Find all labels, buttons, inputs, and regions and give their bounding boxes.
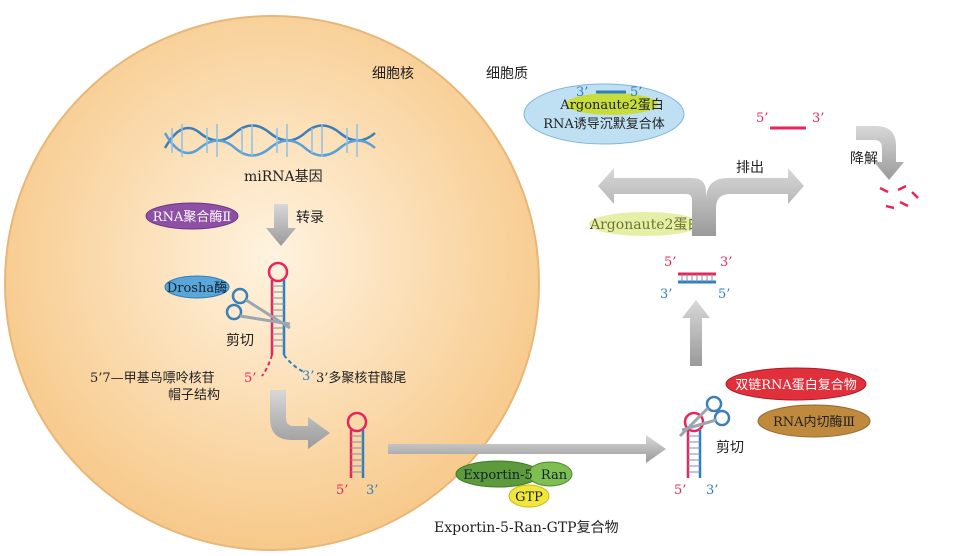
risc-argonaute-label: Argonaute2蛋白 xyxy=(559,97,663,113)
scissors-icon xyxy=(225,287,291,330)
exportin-label: Exportin-5 xyxy=(463,468,533,483)
passenger-5-label: 5’ xyxy=(756,111,768,126)
rna-polymerase-ellipse xyxy=(145,202,239,230)
prime-5-label: 5’ xyxy=(244,371,256,386)
split-arrow xyxy=(598,168,804,236)
transcription-arrow xyxy=(266,204,296,246)
ran-ellipse xyxy=(527,461,573,487)
duplex-3-label-bottom: 3’ xyxy=(660,287,672,302)
risc-label: RNA诱导沉默复合体 xyxy=(543,116,665,132)
dna-helix-icon xyxy=(163,124,376,157)
curved-arrow xyxy=(270,390,330,449)
gtp-label: GTP xyxy=(515,490,543,505)
pre-3-label: 3’ xyxy=(366,483,378,498)
prime-3-label: 3’ xyxy=(302,369,314,384)
duplex-5-label-bottom: 5’ xyxy=(718,287,730,302)
cut-label-1: 剪切 xyxy=(226,333,254,349)
passenger-3-label: 3’ xyxy=(812,111,824,126)
degrade-label: 降解 xyxy=(850,151,878,167)
duplex-3-label-top: 3’ xyxy=(720,255,732,270)
degrade-arrow xyxy=(856,126,904,180)
drosha-ellipse xyxy=(164,275,230,299)
mirna-duplex xyxy=(678,272,716,284)
dicer-label: RNA内切酶Ⅲ xyxy=(773,414,855,430)
cyto-3-label: 3’ xyxy=(706,483,718,498)
exportin-complex-label: Exportin-5-Ran-GTP复合物 xyxy=(434,519,619,536)
cyto-5-label: 5’ xyxy=(674,483,686,498)
up-arrow xyxy=(682,300,710,366)
dicer-ellipse xyxy=(757,404,871,438)
pre-mirna-hairpin xyxy=(346,411,368,478)
mirna-gene-label: miRNA基因 xyxy=(244,168,323,185)
expel-label: 排出 xyxy=(736,160,764,176)
duplex-5-label: 5’ xyxy=(664,255,676,270)
cap-structure-line1: 5’7—甲基鸟嘌呤核苷 xyxy=(90,370,215,386)
rna-polymerase-label: RNA聚合酶Ⅱ xyxy=(153,209,232,225)
cap-structure-line2: 帽子结构 xyxy=(168,387,220,403)
export-arrow xyxy=(388,435,666,463)
degraded-fragments xyxy=(879,184,919,210)
argonaute-label-ellipse xyxy=(589,212,701,236)
argonaute-label: Argonaute2蛋白 xyxy=(589,217,701,233)
cyto-pre-mirna-hairpin xyxy=(683,411,705,478)
cut-label-2: 剪切 xyxy=(716,440,744,456)
ran-label: Ran xyxy=(541,468,568,483)
argonaute-inner-ellipse xyxy=(566,93,658,115)
dsrna-complex-ellipse xyxy=(725,367,867,401)
polya-tail-label: 3’多聚核苷酸尾 xyxy=(316,370,406,386)
nucleus-label: 细胞核 xyxy=(372,66,414,82)
dsrna-complex-label: 双链RNA蛋白复合物 xyxy=(735,377,857,393)
scissors-icon xyxy=(678,395,731,438)
cytoplasm-label: 细胞质 xyxy=(486,66,528,82)
drosha-label: Drosha酶 xyxy=(167,280,227,296)
risc-3-label: 3’ xyxy=(576,85,588,100)
transcription-label: 转录 xyxy=(296,210,324,226)
risc-5-label: 5’ xyxy=(630,85,642,100)
pre-5-label: 5’ xyxy=(336,483,348,498)
gtp-ellipse xyxy=(508,484,550,508)
